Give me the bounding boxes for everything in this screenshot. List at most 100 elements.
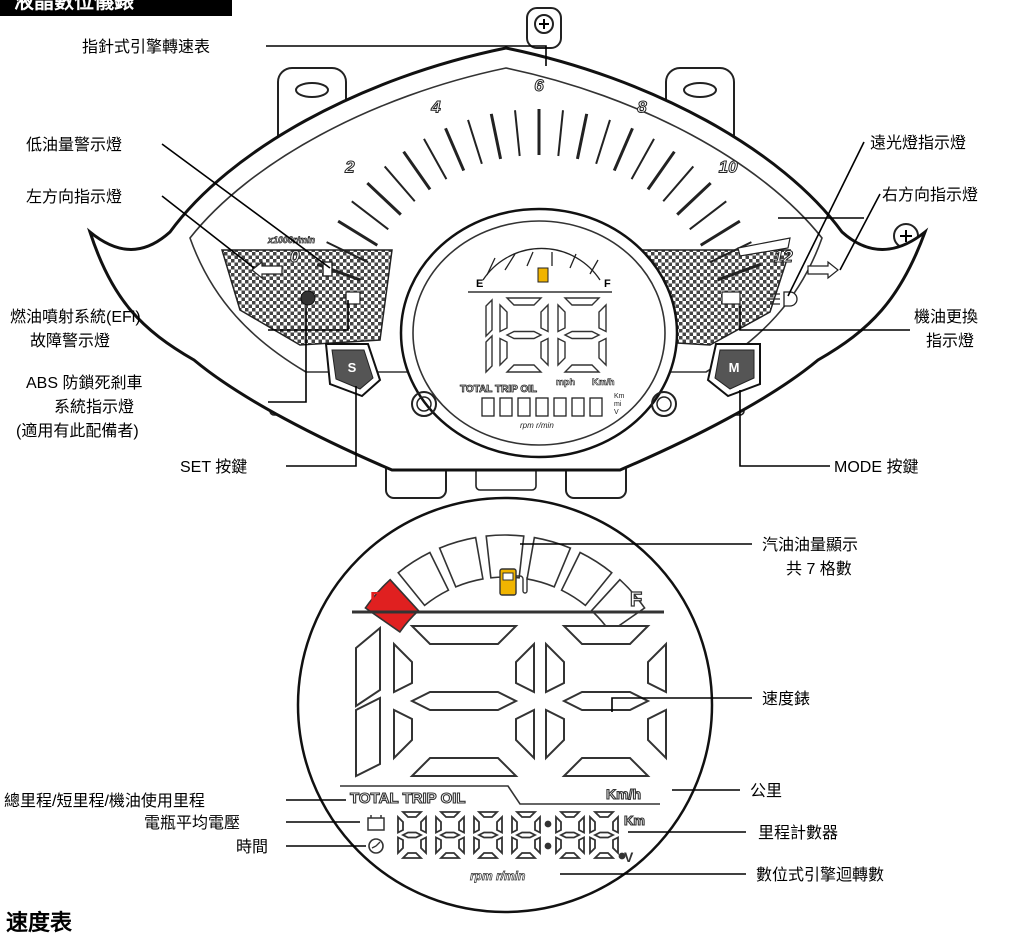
lcd-segment [400, 811, 424, 818]
header-title-tab: 液晶數位儀錶 [0, 0, 232, 16]
label-abs-line1: ABS 防鎖死剎車 [26, 374, 142, 392]
label-fuel-gauge-line1: 汽油油量顯示 [762, 536, 858, 554]
zoom-unit-kmh: Km/h [606, 786, 641, 802]
lcd-segment [438, 852, 462, 859]
zoom-unit-km: Km [624, 813, 645, 828]
mini-speed-digits [485, 297, 607, 374]
zoom-mode-text: TOTAL TRIP OIL [350, 790, 466, 807]
label-tachometer: 指針式引擎轉速表 [82, 38, 210, 56]
tach-tick [423, 138, 448, 180]
lcd-segment [438, 811, 462, 818]
zoom-odometer-digits [397, 811, 626, 860]
zoom-speed-digits [355, 625, 667, 778]
lcd-segment [420, 814, 427, 834]
abs-indicator-icon [300, 290, 316, 306]
label-battery-voltage: 電瓶平均電壓 [144, 814, 240, 832]
set-button[interactable]: S [324, 343, 382, 398]
zoom-fuel-f: F [630, 589, 642, 611]
lcd-segment [561, 691, 651, 711]
mini-unit-mi: mi [614, 401, 622, 408]
fuel-segment [364, 578, 420, 634]
tach-tick [630, 138, 655, 180]
tach-tick [489, 113, 503, 160]
left-turn-indicator-icon [251, 260, 283, 280]
odo-colon-dot [544, 842, 552, 850]
tach-number: 10 [719, 158, 738, 177]
tach-tick [595, 119, 611, 165]
odo-digit [397, 811, 427, 859]
odo-digit [555, 811, 585, 859]
mini-mode-text: TOTAL TRIP OIL [460, 384, 537, 395]
lcd-segment [647, 641, 667, 694]
lcd-segment [409, 691, 519, 711]
lcd-zoom: E F TOTAL TRIP OIL Km/h Km V [296, 496, 714, 914]
efi-indicator-icon [340, 291, 361, 305]
tach-number: 8 [637, 97, 647, 116]
lcd-segment [612, 836, 619, 856]
lcd-segment [561, 757, 651, 777]
label-set-button: SET 按鍵 [180, 458, 247, 476]
lcd-segment [473, 814, 480, 834]
right-turn-indicator-icon [807, 260, 839, 280]
lcd-segment [515, 641, 535, 694]
lcd-segment [355, 696, 381, 778]
tach-tick [326, 241, 369, 264]
right-bezel-screw [651, 391, 677, 417]
tach-tick [709, 241, 752, 264]
set-button-label: S [348, 360, 357, 375]
header-title: 液晶數位儀錶 [14, 0, 134, 13]
tach-tick [717, 262, 762, 282]
label-oil-line1: 機油更換 [914, 308, 978, 326]
lcd-segment [555, 814, 562, 834]
zoom-fuel-segments [364, 534, 646, 634]
tach-tick [402, 150, 432, 191]
lcd-segment [540, 303, 549, 333]
label-abs-line2: 系統指示燈 [54, 398, 134, 416]
mini-odometer-digits [481, 397, 603, 417]
lcd-segment [505, 297, 543, 306]
tach-tick [383, 165, 416, 202]
label-right-turn: 右方向指示燈 [882, 186, 978, 204]
fuel-segment [438, 536, 484, 588]
callout-leaders [161, 45, 910, 875]
lcd-segment [612, 814, 619, 834]
tach-tick [514, 110, 521, 157]
mini-odo-digit [589, 397, 603, 417]
odo-digit [473, 811, 503, 859]
lcd-segment [555, 836, 562, 856]
label-efi-line1: 燃油噴射系統(EFi) [10, 308, 141, 326]
fuel-segment [397, 551, 450, 607]
lcd-segment [409, 757, 519, 777]
tach-number: 6 [534, 76, 544, 95]
lcd-segment [592, 811, 616, 818]
lcd-segment [505, 364, 543, 373]
mini-unit-kmh: Km/h [592, 377, 615, 387]
mini-unit-km: Km [614, 393, 625, 400]
lcd-segment [420, 836, 427, 856]
lcd-segment [458, 836, 465, 856]
label-fuel-gauge-line2: 共 7 格數 [786, 560, 852, 578]
lcd-segment [511, 836, 518, 856]
lcd-segment [458, 814, 465, 834]
lcd-segment [435, 814, 442, 834]
lcd-segment [511, 814, 518, 834]
mini-fuel-e: E [476, 278, 483, 290]
callout-labels: 指針式引擎轉速表 低油量警示燈 左方向指示燈 燃油噴射系統(EFi) 故障警示燈… [4, 38, 978, 884]
label-unit-km: 公里 [750, 782, 782, 800]
mode-button[interactable]: M [706, 343, 761, 398]
brand-logo [737, 237, 791, 257]
mini-unit-mph: mph [556, 377, 575, 387]
tach-number: 0 [290, 247, 300, 266]
lcd-segment [557, 337, 566, 367]
lcd-segment [598, 303, 607, 333]
tach-tick [662, 165, 695, 202]
mini-lcd-labels: TOTAL TRIP OIL mph Km/h Km mi V rpm r/mi… [460, 377, 625, 430]
odo-colon-dot [544, 820, 552, 828]
odo-digit [435, 811, 465, 859]
mini-unit-v: V [614, 409, 619, 416]
lcd-segment [496, 814, 503, 834]
lcd-segment [409, 625, 519, 645]
lcd-segment [545, 641, 565, 694]
